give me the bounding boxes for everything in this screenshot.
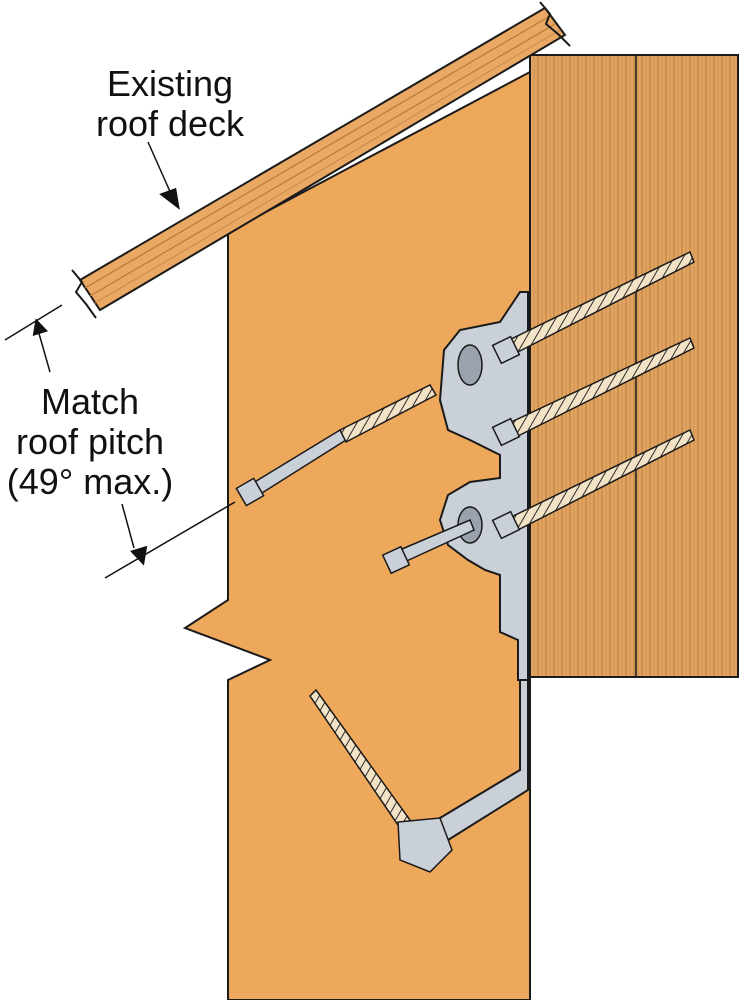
structural-screw-icon [491,428,695,540]
rafter-screw-lower [309,688,453,873]
pitch-label-line2: roof pitch [15,421,165,462]
pitch-label-line1: Match [40,381,140,422]
rafter-bolt-lower [381,519,475,575]
roof-deck-label-line2: roof deck [95,103,245,144]
roof-deck-label-line1: Existing [106,63,234,104]
rafter-board [182,70,531,1000]
ledger-screws [491,250,695,540]
roof-deck-plank [71,1,571,319]
deck-leader [147,141,180,210]
rafter-screw-upper [235,384,438,507]
roof-deck-label: Existing roof deck [70,64,270,144]
structural-screw-icon [491,250,695,365]
pitch-label-line3: (49° max.) [6,461,174,502]
pitch-label: Match roof pitch (49° max.) [0,382,180,502]
structural-screw-icon [491,336,695,447]
pitch-dimension [4,304,236,579]
